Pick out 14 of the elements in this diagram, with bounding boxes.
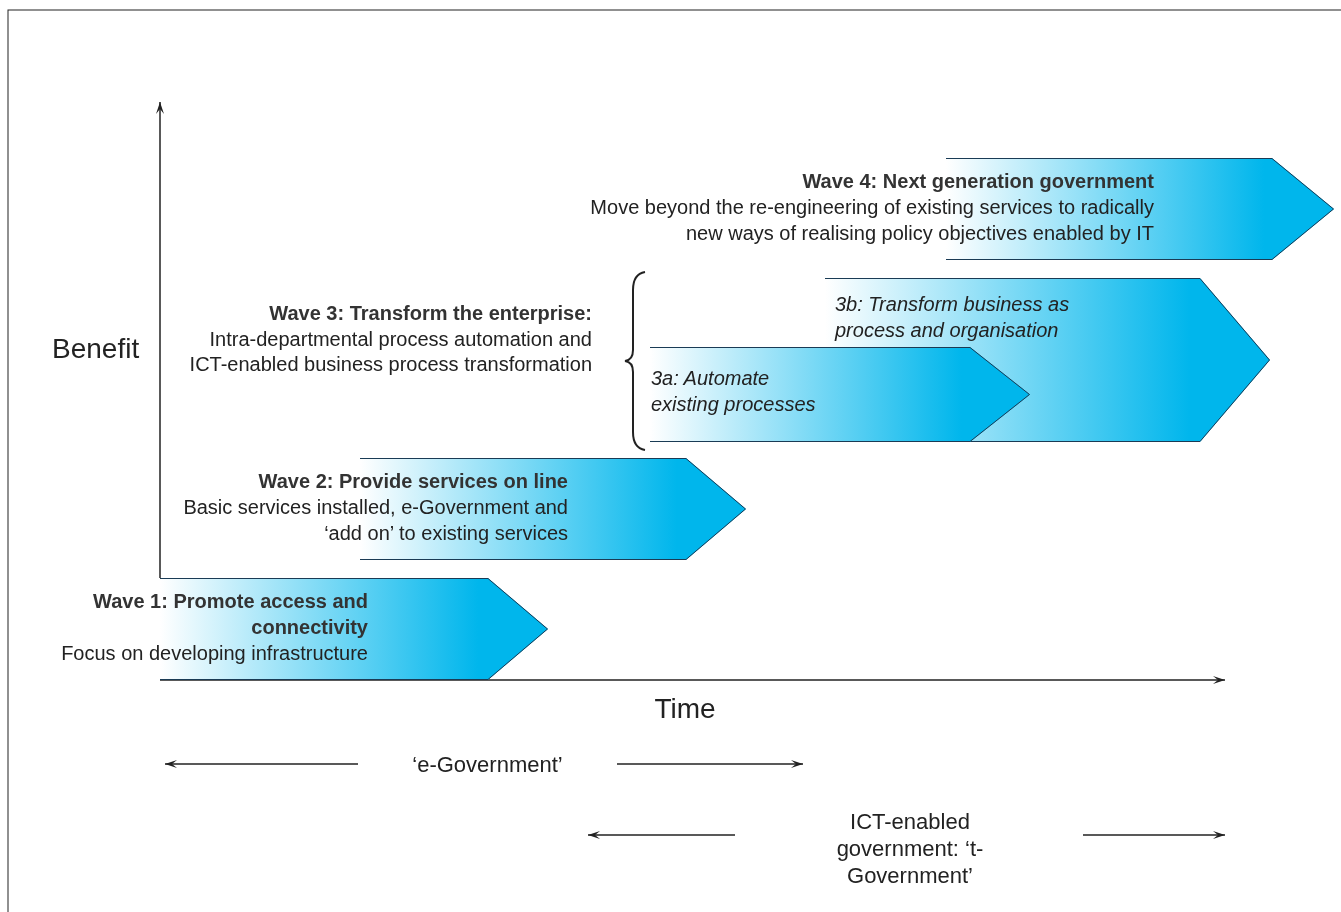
body-text: Basic services installed, e-Government and ‘add on’ to existing services xyxy=(182,495,568,546)
body-text: Focus on developing infrastructure xyxy=(60,641,368,666)
heading-text: 3a: Automate existing processes xyxy=(651,366,817,417)
axis-title: Benefit xyxy=(52,332,141,365)
heading-text: Wave 2: Provide services on line xyxy=(257,469,568,494)
axis-title: Time xyxy=(653,692,717,725)
heading-text: 3b: Transform business as process and organisation xyxy=(835,292,1071,343)
body-text: Move beyond the re-engineering of existing services to radically new ways of realising policy objectives enabled by IT xyxy=(589,195,1154,246)
body-text: Intra-departmental process automation and ICT-enabled business process transformation xyxy=(188,327,592,377)
heading-text: Wave 1: Promote access and connectivity xyxy=(92,589,368,640)
span-label: ICT-enabled government: ‘t-Government’ xyxy=(835,808,985,889)
span-label: ‘e-Government’ xyxy=(411,751,564,778)
heading-text: Wave 3: Transform the enterprise: xyxy=(268,301,592,326)
heading-text: Wave 4: Next generation government xyxy=(801,169,1154,194)
